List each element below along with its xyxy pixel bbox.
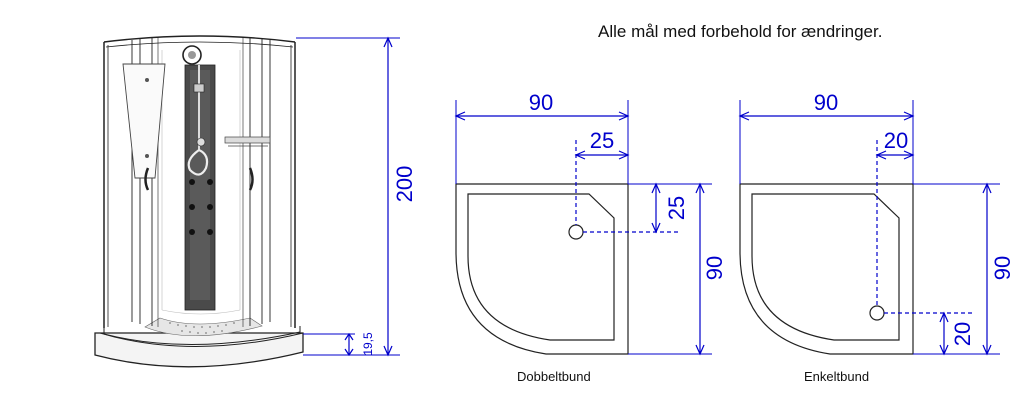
tray-outline-inner	[467, 193, 615, 341]
plan1-drain-x-label: 25	[590, 128, 614, 153]
plan2-depth-label: 90	[990, 256, 1015, 280]
tray-height-label: 19,5	[361, 332, 375, 356]
plan1-drain-y-label: 25	[664, 196, 689, 220]
drain-symbol	[568, 224, 584, 240]
tray-outline-outer	[739, 183, 914, 355]
tray-outline-outer	[455, 183, 629, 355]
drain-symbol	[869, 305, 885, 321]
plan-dobbeltbund	[454, 100, 712, 356]
plan2-width-label: 90	[814, 90, 838, 115]
plan-enkeltbund	[738, 100, 1000, 356]
caption-dobbeltbund: Dobbeltbund	[517, 369, 591, 384]
plan1-depth-label: 90	[702, 256, 727, 280]
tray-outline-inner	[751, 193, 900, 341]
caption-enkeltbund: Enkeltbund	[804, 369, 870, 384]
disclaimer-note: Alle mål med forbehold for ændringer.	[598, 22, 883, 41]
plan2-drain-x-label: 20	[884, 128, 908, 153]
plan2-drain-y-label: 20	[950, 322, 975, 346]
cabin-height-dimension	[296, 36, 400, 357]
cabin-height-label: 200	[392, 166, 417, 203]
shower-cabin-illustration	[94, 35, 304, 368]
tray-base	[94, 332, 304, 368]
plan1-width-label: 90	[529, 90, 553, 115]
